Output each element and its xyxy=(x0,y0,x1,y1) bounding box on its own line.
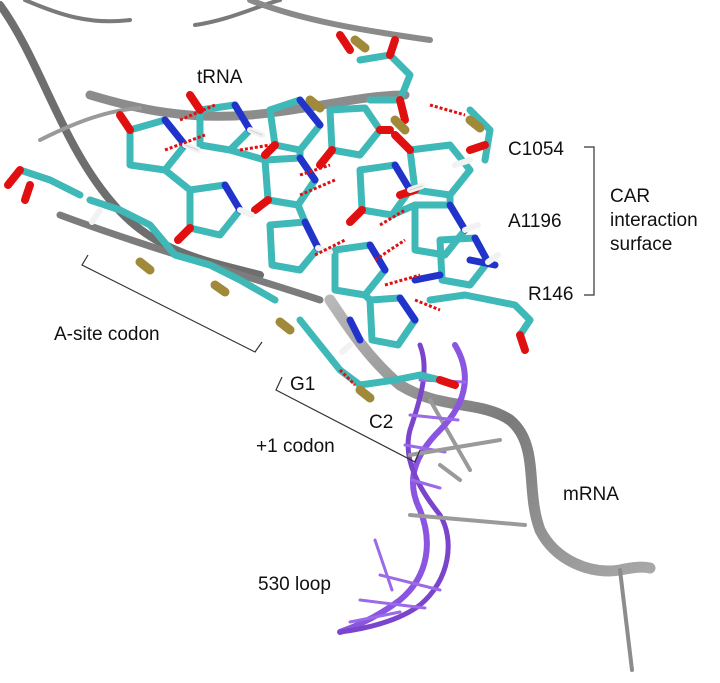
r146-label: R146 xyxy=(528,284,574,305)
stick-model xyxy=(4,31,534,403)
mrna-label: mRNA xyxy=(563,484,619,505)
c2-label: C2 xyxy=(369,412,394,433)
car-label-line-1: CAR xyxy=(610,186,651,207)
car-interaction-surface-label: CAR interaction surface xyxy=(610,185,698,256)
car-label-line-2: interaction xyxy=(610,209,698,231)
trna-label: tRNA xyxy=(197,67,243,88)
plus1-codon-label: +1 codon xyxy=(256,436,335,457)
car-bracket xyxy=(584,146,595,296)
a-site-codon-label: A-site codon xyxy=(54,324,160,345)
a-site-codon-bracket xyxy=(81,254,263,353)
hydrogen-bonds xyxy=(164,103,466,387)
base-pair-rungs xyxy=(408,438,527,527)
a1196-label: A1196 xyxy=(508,211,562,232)
plus1-codon-bracket xyxy=(275,376,421,463)
mrna-ribbon xyxy=(324,294,656,672)
530-loop-label: 530 loop xyxy=(258,574,331,595)
g1-label: G1 xyxy=(290,374,316,395)
c1054-label: C1054 xyxy=(508,139,564,160)
car-label-line-3: surface xyxy=(610,233,673,255)
